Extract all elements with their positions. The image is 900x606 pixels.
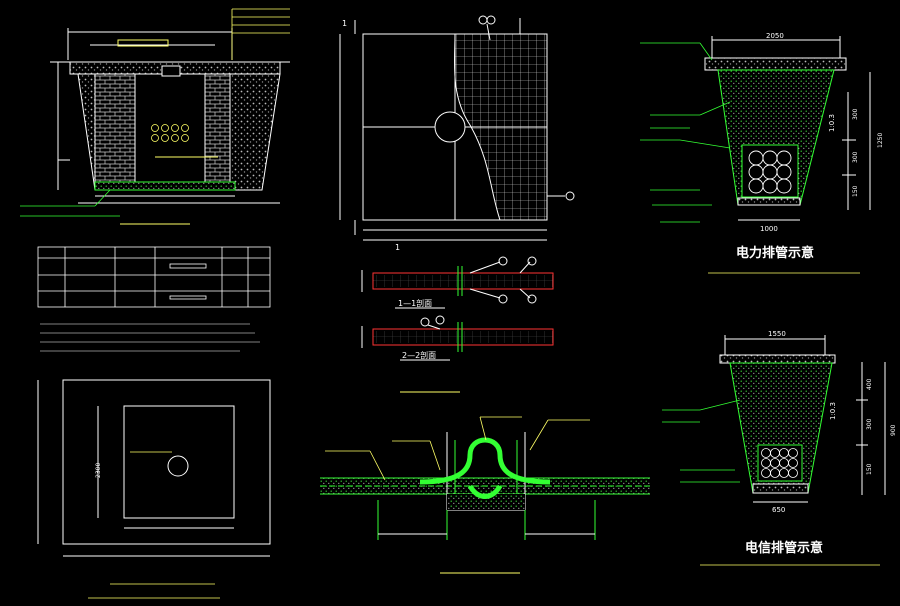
electric-dim-2: 300 [852, 151, 859, 163]
telecom-dim-2: 300 [866, 418, 873, 430]
section-1-title: 1—1剖面 [398, 298, 432, 308]
telecom-top-width: 1550 [768, 330, 786, 338]
manhole-section-view [20, 8, 290, 225]
section-mark-2: 1 [395, 243, 400, 252]
telecom-bottom-width: 650 [772, 506, 785, 514]
plan-title-underline [88, 583, 220, 599]
pipe-section-2 [361, 315, 554, 361]
telecom-conduit-section [662, 335, 886, 566]
telecom-slope: 1:0.3 [829, 402, 837, 420]
cable-bend-detail [320, 416, 650, 574]
electric-dim-1: 300 [852, 108, 859, 120]
cover-plate-plan [339, 15, 575, 241]
electric-top-width: 2050 [766, 32, 784, 40]
electric-bottom-width: 1000 [760, 225, 778, 233]
electric-title: 电力排管示意 [736, 245, 814, 261]
electric-conduit-section [640, 36, 871, 274]
notes-block [40, 323, 260, 352]
section-2-title: 2—2剖面 [402, 350, 436, 360]
electric-dim-total: 1250 [877, 133, 884, 148]
telecom-dim-1: 400 [866, 378, 873, 390]
telecom-dim-total: 900 [890, 424, 897, 436]
telecom-dim-3: 150 [866, 463, 873, 475]
pipe-section-1 [361, 256, 554, 309]
electric-dim-3: 150 [852, 185, 859, 197]
section-mark-1: 1 [342, 19, 347, 28]
plan-dim-vertical: 2300 [95, 463, 102, 478]
manhole-plan-view [37, 379, 271, 557]
electric-slope: 1:0.3 [828, 114, 836, 132]
material-table [37, 246, 271, 308]
telecom-title: 电信排管示意 [745, 540, 823, 556]
